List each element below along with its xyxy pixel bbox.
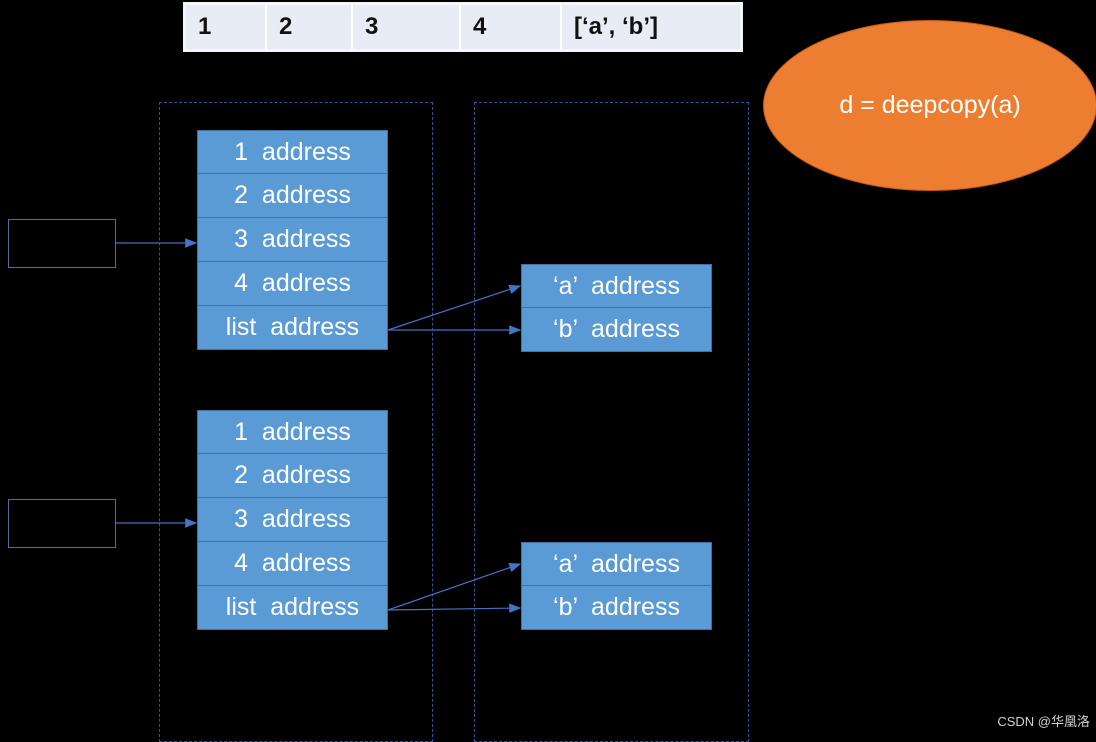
- variable-d-box: [8, 499, 116, 548]
- inner-list-a-cell: ‘b’ address: [521, 308, 712, 352]
- deepcopy-label: d = deepcopy(a): [839, 91, 1021, 119]
- object-a-cell: 4 address: [197, 262, 388, 306]
- inner-list-a-cell: ‘a’ address: [521, 264, 712, 308]
- arrow-list-d-to-a-elem: [387, 563, 522, 611]
- variable-a-box: [8, 219, 116, 268]
- object-d-stack: 1 address 2 address 3 address 4 address …: [197, 410, 388, 630]
- object-d-cell: 4 address: [197, 542, 388, 586]
- inner-list-a-stack: ‘a’ address ‘b’ address: [521, 264, 712, 352]
- object-a-stack: 1 address 2 address 3 address 4 address …: [197, 130, 388, 350]
- header-cell-4: 4: [461, 5, 562, 49]
- header-cell-3: 3: [353, 5, 461, 49]
- header-cell-2: 2: [267, 5, 353, 49]
- object-d-cell: 3 address: [197, 498, 388, 542]
- header-cell-list: [‘a’, ‘b’]: [574, 13, 658, 40]
- object-a-cell: 1 address: [197, 130, 388, 174]
- object-a-list-cell: list address: [197, 306, 388, 350]
- header-cell-1: 1: [186, 5, 267, 49]
- object-a-cell: 2 address: [197, 174, 388, 218]
- inner-list-d-cell: ‘b’ address: [521, 586, 712, 630]
- arrow-list-d-to-b-elem: [387, 603, 522, 613]
- watermark: CSDN @华凰洛: [997, 714, 1090, 729]
- object-a-cell: 3 address: [197, 218, 388, 262]
- object-d-cell: 2 address: [197, 454, 388, 498]
- deepcopy-oval: d = deepcopy(a): [763, 20, 1096, 191]
- inner-list-d-stack: ‘a’ address ‘b’ address: [521, 542, 712, 630]
- inner-list-d-cell: ‘a’ address: [521, 542, 712, 586]
- header-table: 1 2 3 4 [‘a’, ‘b’]: [183, 2, 743, 52]
- arrow-list-a-to-a-elem: [387, 284, 522, 331]
- object-d-list-cell: list address: [197, 586, 388, 630]
- object-d-cell: 1 address: [197, 410, 388, 454]
